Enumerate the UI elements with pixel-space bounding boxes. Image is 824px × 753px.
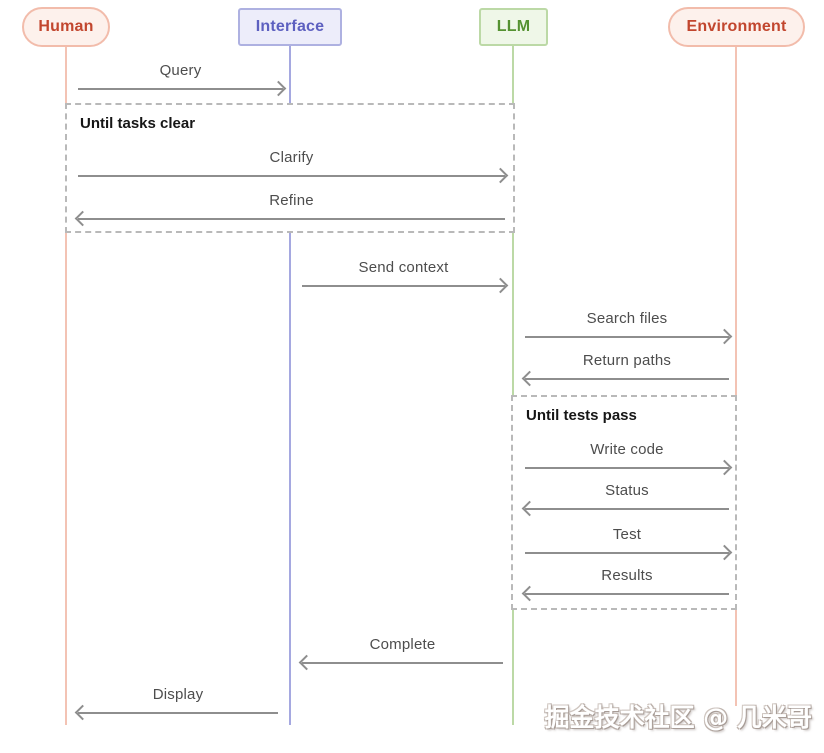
arrow-line — [521, 585, 729, 602]
lifeline-human — [65, 46, 67, 725]
message-label: Write code — [590, 441, 664, 458]
message-complete: Complete — [298, 636, 503, 671]
arrowhead-left-icon — [74, 704, 91, 721]
message-send-context: Send context — [302, 259, 509, 294]
message-label: Status — [605, 482, 649, 499]
arrowhead-left-icon — [521, 370, 538, 387]
actor-llm: LLM — [479, 8, 548, 46]
lifeline-environment — [735, 46, 737, 706]
arrowhead-right-icon — [716, 328, 733, 345]
message-label: Search files — [586, 310, 668, 327]
arrow-line — [78, 80, 287, 97]
arrowhead-right-icon — [492, 277, 509, 294]
arrow-line — [302, 277, 509, 294]
message-label: Send context — [358, 259, 449, 276]
lifeline-llm — [512, 45, 514, 725]
message-label: Test — [612, 526, 642, 543]
message-label: Results — [601, 567, 653, 584]
message-label: Return paths — [582, 352, 672, 369]
message-display: Display — [74, 686, 278, 721]
arrow-line — [525, 544, 733, 561]
arrow-line — [521, 370, 729, 387]
arrow-line — [525, 328, 733, 345]
arrowhead-right-icon — [270, 80, 287, 97]
loop-box-until-tests-pass: Until tests pass — [511, 395, 737, 610]
arrow-line — [78, 167, 509, 184]
arrow-line — [525, 459, 733, 476]
lifeline-interface — [289, 45, 291, 725]
message-return-paths: Return paths — [521, 352, 729, 387]
message-results: Results — [521, 567, 729, 602]
message-label: Complete — [369, 636, 436, 653]
message-search-files: Search files — [525, 310, 733, 345]
message-clarify: Clarify — [78, 149, 509, 184]
message-test: Test — [525, 526, 733, 561]
message-label: Clarify — [269, 149, 314, 166]
loop-label: Until tasks clear — [80, 115, 196, 132]
message-status: Status — [521, 482, 729, 517]
message-write-code: Write code — [525, 441, 733, 476]
message-label: Refine — [269, 192, 314, 209]
loop-label: Until tests pass — [526, 407, 637, 424]
arrow-line — [298, 654, 503, 671]
message-query: Query — [78, 62, 287, 97]
arrow-line — [74, 704, 278, 721]
message-label: Display — [152, 686, 204, 703]
actor-interface: Interface — [238, 8, 342, 46]
arrow-line — [521, 500, 729, 517]
message-label: Query — [159, 62, 202, 79]
actor-environment: Environment — [668, 7, 805, 47]
arrow-line — [74, 210, 505, 227]
actor-human: Human — [22, 7, 110, 47]
watermark: 掘金技术社区 @ 几米哥 — [544, 703, 812, 732]
message-refine: Refine — [74, 192, 505, 227]
arrowhead-left-icon — [298, 654, 315, 671]
loop-box-until-tasks-clear: Until tasks clear — [65, 103, 515, 233]
